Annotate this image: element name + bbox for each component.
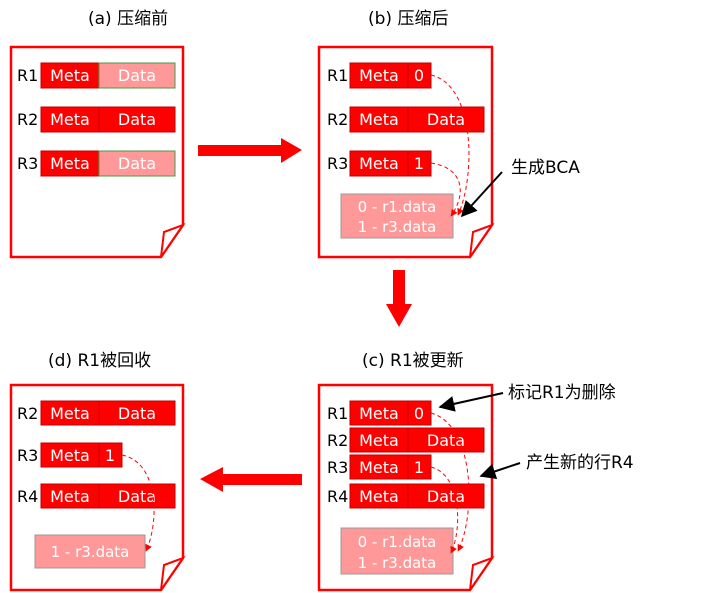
reference-arrow bbox=[430, 74, 470, 216]
title-r1-reclaimed: (d) R1被回收 bbox=[48, 351, 151, 371]
meta-label: Meta bbox=[50, 66, 90, 85]
storage-line-2: 1 - r3.data bbox=[358, 218, 437, 236]
data-cell-pending bbox=[98, 62, 176, 89]
title-r1-updated: (c) R1被更新 bbox=[362, 351, 464, 371]
meta-cell bbox=[40, 106, 100, 133]
reference-arrow bbox=[121, 454, 155, 552]
ref-label: 1 bbox=[414, 458, 424, 477]
title-after-compaction: (b) 压缩后 bbox=[368, 9, 448, 29]
data-cell bbox=[407, 427, 485, 453]
row-label-r4: R4 bbox=[327, 487, 348, 506]
reference-arrow bbox=[430, 162, 461, 217]
row-label-r2: R2 bbox=[17, 404, 38, 423]
bca-storage-box bbox=[34, 534, 146, 569]
meta-label: Meta bbox=[359, 431, 399, 450]
meta-cell bbox=[349, 400, 409, 426]
meta-cell bbox=[40, 400, 100, 426]
meta-label: Meta bbox=[359, 66, 399, 85]
data-label: Data bbox=[118, 110, 156, 129]
arrow-down-icon bbox=[386, 270, 412, 327]
meta-label: Meta bbox=[359, 404, 399, 423]
ref-label: 0 bbox=[414, 66, 424, 85]
data-label: Data bbox=[118, 404, 156, 423]
storage-line-2: 1 - r3.data bbox=[51, 543, 130, 561]
data-label: Data bbox=[427, 110, 465, 129]
data-cell-pending bbox=[98, 150, 176, 177]
meta-cell bbox=[40, 150, 100, 177]
annotation-bca: 生成BCA bbox=[511, 158, 580, 178]
data-cell bbox=[407, 106, 485, 133]
data-label: Data bbox=[427, 431, 465, 450]
meta-label: Meta bbox=[359, 110, 399, 129]
annotation-pointer bbox=[479, 462, 521, 480]
meta-label: Meta bbox=[359, 458, 399, 477]
arrow-right-icon bbox=[198, 138, 302, 163]
reference-arrow bbox=[430, 412, 470, 552]
row-label-r3: R3 bbox=[17, 154, 38, 173]
data-cell bbox=[98, 106, 176, 133]
data-label: Data bbox=[427, 487, 465, 506]
row-label-r3: R3 bbox=[17, 446, 38, 465]
annotation-new-row: 产生新的行R4 bbox=[526, 453, 634, 473]
arrow-left-icon bbox=[200, 467, 302, 492]
reference-arrow bbox=[430, 466, 459, 554]
meta-label: Meta bbox=[50, 404, 90, 423]
row-label-r1: R1 bbox=[17, 66, 38, 85]
meta-label: Meta bbox=[359, 487, 399, 506]
meta-cell bbox=[349, 454, 409, 480]
data-label: Data bbox=[118, 487, 156, 506]
row-label-r1: R1 bbox=[327, 66, 348, 85]
data-cell bbox=[407, 483, 485, 509]
row-label-r3: R3 bbox=[327, 458, 348, 477]
annotation-mark-deleted: 标记R1为删除 bbox=[508, 383, 616, 403]
row-label-r1: R1 bbox=[327, 404, 348, 423]
bca-storage-box bbox=[340, 193, 454, 239]
meta-label: Meta bbox=[50, 154, 90, 173]
meta-cell bbox=[349, 150, 409, 177]
row-label-r4: R4 bbox=[17, 487, 38, 506]
meta-cell bbox=[40, 483, 100, 509]
meta-label: Meta bbox=[50, 446, 90, 465]
title-before-compaction: (a) 压缩前 bbox=[88, 9, 168, 29]
meta-cell bbox=[349, 62, 409, 89]
meta-label: Meta bbox=[359, 154, 399, 173]
data-cell bbox=[98, 400, 176, 426]
storage-line-1: 0 - r1.data bbox=[358, 533, 437, 551]
meta-cell bbox=[349, 427, 409, 453]
ref-label: 1 bbox=[105, 446, 115, 465]
bca-storage-box bbox=[340, 527, 454, 575]
row-label-r2: R2 bbox=[327, 110, 348, 129]
ref-label: 0 bbox=[414, 404, 424, 423]
annotation-pointer bbox=[460, 171, 503, 218]
ref-label: 1 bbox=[414, 154, 424, 173]
meta-label: Meta bbox=[50, 487, 90, 506]
annotation-pointer bbox=[438, 392, 504, 412]
meta-cell bbox=[40, 442, 100, 468]
row-label-r3: R3 bbox=[327, 154, 348, 173]
data-label: Data bbox=[118, 154, 156, 173]
storage-line-2: 1 - r3.data bbox=[358, 554, 437, 572]
data-label: Data bbox=[118, 66, 156, 85]
row-label-r2: R2 bbox=[17, 110, 38, 129]
storage-line-1: 0 - r1.data bbox=[358, 198, 437, 216]
row-label-r2: R2 bbox=[327, 431, 348, 450]
meta-label: Meta bbox=[50, 110, 90, 129]
data-cell bbox=[98, 483, 176, 509]
